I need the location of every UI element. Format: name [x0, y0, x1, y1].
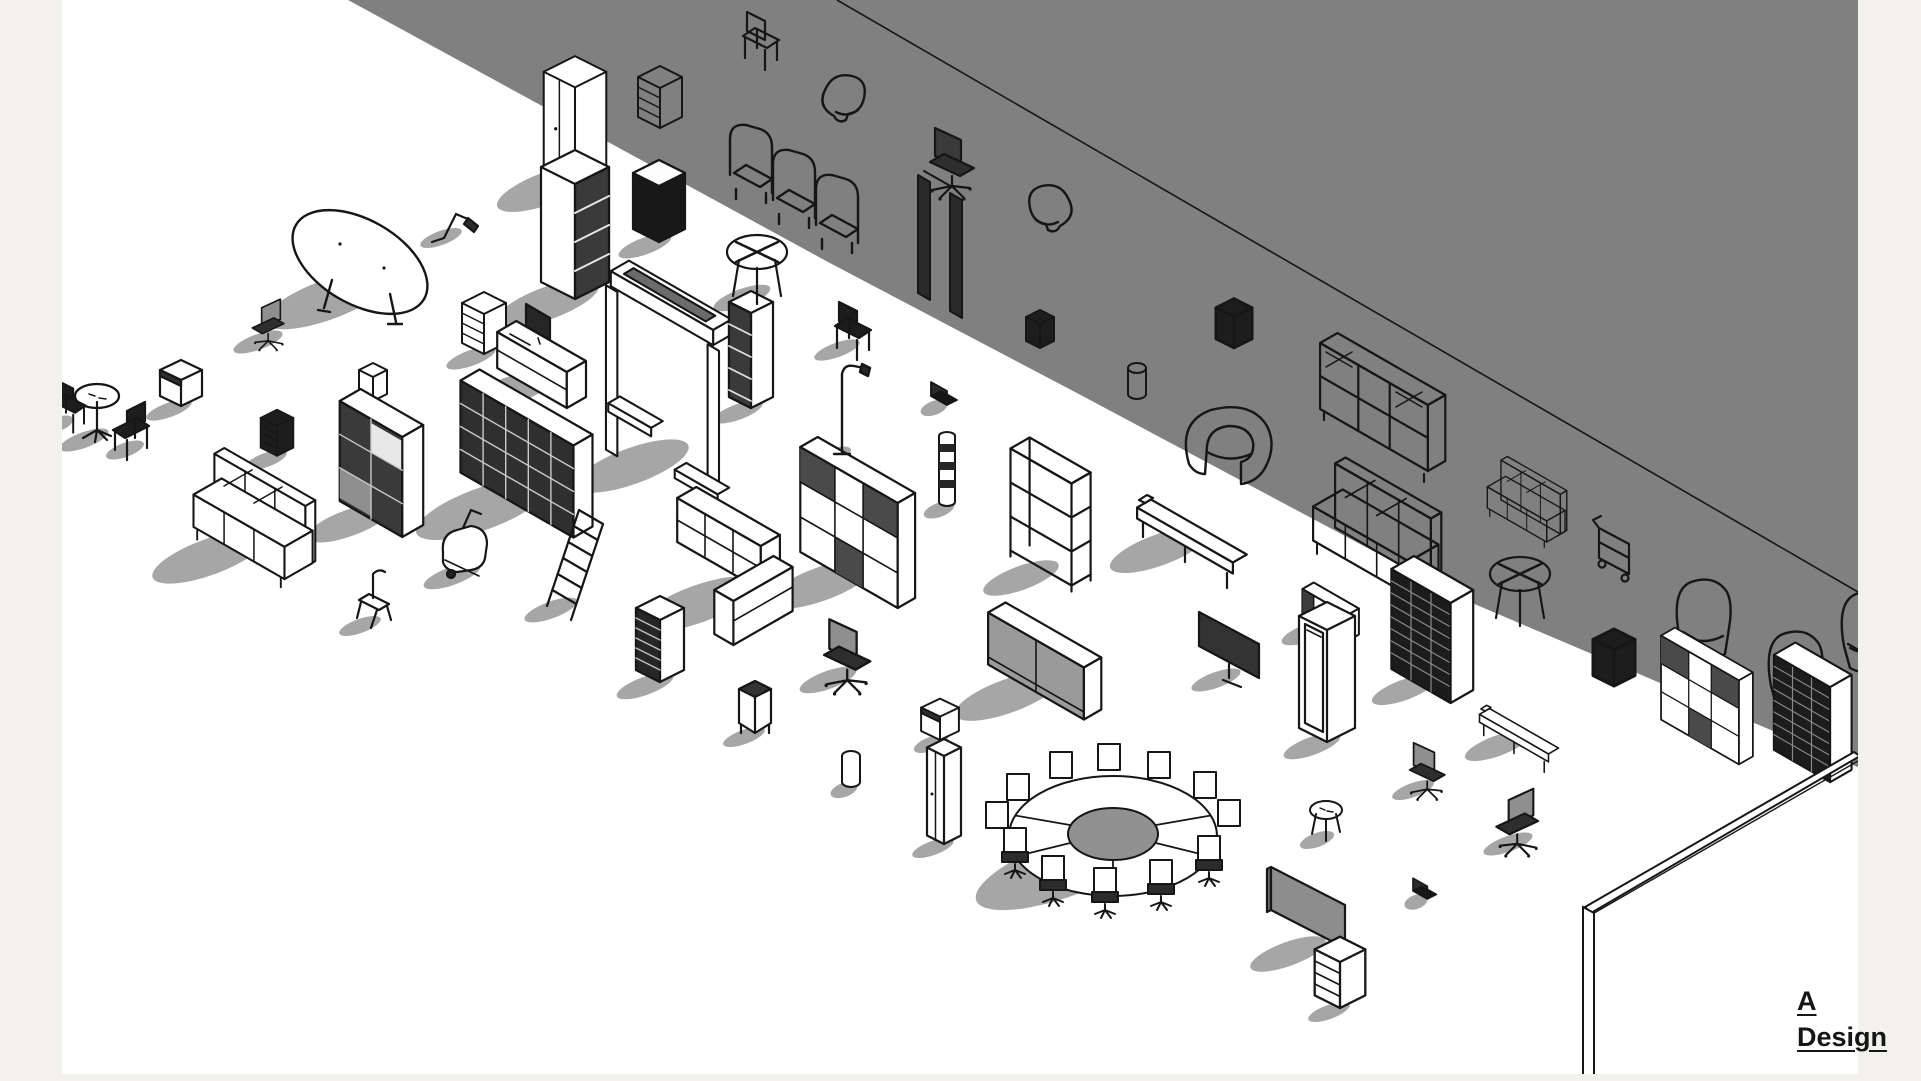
trash-can[interactable]: [841, 750, 861, 788]
storage-cube[interactable]: [631, 158, 687, 244]
drawer-cart[interactable]: [634, 594, 686, 684]
chair-shadow: [814, 339, 860, 361]
watermark-line-1: A: [1797, 986, 1817, 1016]
a-design-watermark-link[interactable]: A Design: [1797, 984, 1887, 1055]
waste-bin[interactable]: [737, 679, 773, 735]
margin-right: [1858, 0, 1921, 1081]
stool[interactable]: [1214, 297, 1254, 350]
laptop-shadow: [920, 399, 948, 417]
whiteboard-shadow: [1250, 936, 1326, 972]
folding-chair-shadow: [339, 616, 381, 636]
cafe-chair-shadow: [106, 440, 144, 460]
storage-box[interactable]: [158, 358, 204, 408]
wall-top-edge: [836, 0, 1859, 593]
locker[interactable]: [925, 737, 963, 846]
partition-post[interactable]: [1582, 905, 1595, 1079]
water-cooler[interactable]: [938, 431, 956, 507]
partition-wall[interactable]: [1582, 750, 1862, 1079]
shelving-rack-shadow: [983, 560, 1059, 596]
backdrop: [348, 0, 1860, 768]
side-table[interactable]: [1591, 627, 1637, 688]
margin-left: [0, 0, 62, 1081]
margin-bottom: [0, 1074, 1921, 1081]
shelf-unit[interactable]: [539, 148, 611, 301]
wardrobe[interactable]: [1297, 600, 1357, 744]
ladder-shelf-shadow: [524, 597, 578, 623]
laptop-shadow: [1404, 894, 1428, 910]
swivel-chair-shadow: [1392, 780, 1434, 800]
watermark-line-2: Design: [1797, 1021, 1888, 1052]
pedestal[interactable]: [1313, 935, 1367, 1010]
doorway-frame-shadow: [575, 439, 689, 493]
stool[interactable]: [1025, 309, 1055, 349]
partition-rail-inner-line: [1588, 760, 1859, 917]
nightstand[interactable]: [259, 408, 295, 457]
office-chair-shadow: [799, 666, 857, 694]
printer-box[interactable]: [920, 697, 960, 741]
narrow-bookcase[interactable]: [727, 289, 775, 410]
